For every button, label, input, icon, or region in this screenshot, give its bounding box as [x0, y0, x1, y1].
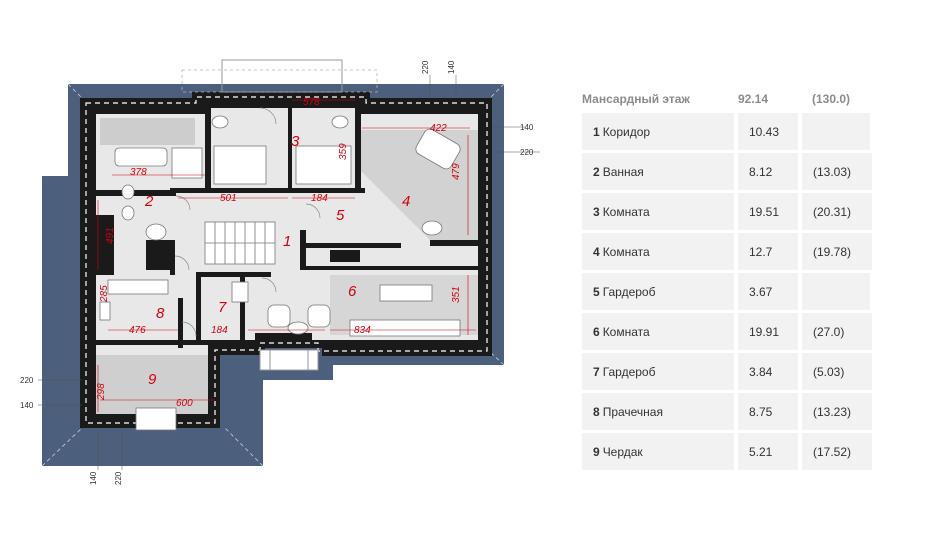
room-area: 3.67: [738, 273, 798, 310]
bottom-entrance: [259, 349, 319, 371]
room-name: Гардероб: [602, 284, 656, 299]
room-total: (13.03): [802, 153, 872, 190]
room-num: 5: [593, 284, 600, 299]
room-num: 4: [593, 244, 600, 259]
room-total: (20.31): [802, 193, 872, 230]
dim-422: 422: [430, 123, 447, 134]
dim-479: 479: [451, 163, 462, 180]
header-floor-name: Мансардный этаж: [582, 92, 690, 106]
dim-184-upper: 184: [311, 193, 328, 204]
room-total: (27.0): [802, 313, 872, 350]
dim-359: 359: [338, 143, 349, 160]
room-num: 1: [593, 124, 600, 139]
room-num: 3: [593, 204, 600, 219]
room-number-4: 4: [402, 193, 410, 210]
room-name: Гардероб: [602, 364, 656, 379]
room-num: 2: [593, 164, 600, 179]
ext-dim-top-140: 140: [447, 60, 456, 74]
room-number-8: 8: [156, 305, 165, 322]
room-name: Ванная: [602, 164, 644, 179]
room-name: Чердак: [602, 444, 643, 459]
room-name: Прачечная: [602, 404, 663, 419]
external-dim-lines: [38, 75, 540, 470]
dim-501: 501: [220, 193, 237, 204]
room-area: 10.43: [738, 113, 798, 150]
room-total: (19.78): [802, 233, 872, 270]
room-number-7: 7: [218, 299, 227, 316]
room-number-3: 3: [291, 133, 300, 150]
room-name: Комната: [602, 244, 650, 259]
room-number-2: 2: [144, 193, 154, 210]
room-area: 3.84: [738, 353, 798, 390]
dimension-lines: [97, 99, 476, 412]
dim-491: 491: [105, 227, 116, 244]
room-name: Комната: [602, 324, 650, 339]
ext-dim-bottom-140: 140: [89, 471, 98, 485]
ext-dim-right-140: 140: [520, 123, 534, 132]
room-number-1: 1: [283, 233, 291, 250]
room-num: 7: [593, 364, 600, 379]
stairs: [204, 221, 276, 265]
room-area: 19.51: [738, 193, 798, 230]
room-area: 8.12: [738, 153, 798, 190]
header-total: (130.0): [812, 92, 851, 106]
room-area: 19.91: [738, 313, 798, 350]
dim-578: 578: [303, 97, 320, 108]
room-num: 8: [593, 404, 600, 419]
dim-351: 351: [451, 286, 462, 303]
dim-378: 378: [130, 167, 147, 178]
dim-285: 285: [99, 285, 110, 303]
floor-plan: 3 2 4 5 1 6 7 8 9 578 422 359 479 378 50…: [20, 59, 540, 485]
dim-184-lower: 184: [211, 325, 228, 336]
ext-dim-bottom-220: 220: [114, 471, 123, 485]
room-name: Коридор: [602, 124, 651, 139]
room-num: 9: [593, 444, 600, 459]
ext-dim-left-220: 220: [20, 376, 34, 385]
fixtures: [99, 115, 461, 431]
ext-dim-right-220: 220: [520, 148, 534, 157]
room-area: 12.7: [738, 233, 798, 270]
room-total: (17.52): [802, 433, 872, 470]
room-total: (5.03): [802, 353, 872, 390]
room-number-5: 5: [336, 207, 345, 224]
room-name: Комната: [602, 204, 650, 219]
room-area: 8.75: [738, 393, 798, 430]
door-swings: [174, 107, 321, 337]
room-number-6: 6: [348, 283, 357, 300]
dim-298: 298: [96, 383, 107, 401]
room-total: (13.23): [802, 393, 872, 430]
interior-walls: [96, 108, 478, 348]
dim-600: 600: [176, 398, 193, 409]
dim-476: 476: [129, 325, 146, 336]
room-total: [802, 113, 870, 150]
room-total: [802, 273, 870, 310]
room-num: 6: [593, 324, 600, 339]
dim-834: 834: [354, 325, 371, 336]
ext-dim-top-220: 220: [421, 60, 430, 74]
header-area: 92.14: [738, 92, 769, 106]
table-header: Мансардный этаж 92.14 (130.0): [582, 92, 884, 110]
room-number-9: 9: [148, 371, 157, 388]
ext-dim-left-140: 140: [20, 401, 34, 410]
room-area: 5.21: [738, 433, 798, 470]
